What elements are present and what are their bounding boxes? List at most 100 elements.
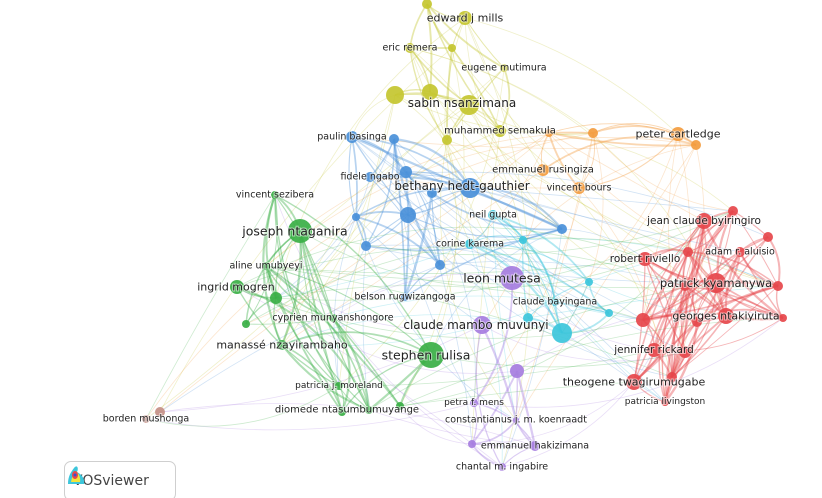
author-node[interactable] (552, 323, 572, 343)
author-label[interactable]: jean claude byiringiro (645, 214, 762, 228)
author-label[interactable]: petra f. mens (443, 397, 505, 409)
author-node[interactable] (638, 252, 652, 266)
author-node[interactable] (680, 281, 690, 291)
author-node[interactable] (537, 164, 549, 176)
author-label[interactable]: joseph ntaganira (240, 223, 348, 240)
author-node[interactable] (691, 140, 701, 150)
author-node[interactable] (365, 172, 375, 182)
author-label[interactable]: chantal m. ingabire (455, 461, 549, 474)
author-node[interactable] (636, 313, 650, 327)
author-node[interactable] (498, 463, 506, 471)
author-node[interactable] (468, 440, 476, 448)
author-node[interactable] (427, 188, 437, 198)
author-label[interactable]: diomede ntasumbumuyange (274, 404, 420, 417)
author-node[interactable] (155, 407, 165, 417)
author-label[interactable]: corine karema (435, 238, 505, 251)
author-node[interactable] (329, 314, 337, 322)
author-label[interactable]: paulin basinga (316, 131, 388, 144)
author-label[interactable]: vincent sezibera (235, 189, 315, 202)
author-node[interactable] (523, 313, 533, 323)
author-node[interactable] (435, 260, 445, 270)
author-node[interactable] (338, 408, 346, 416)
author-label[interactable]: leon mutesa (462, 270, 542, 287)
author-node[interactable] (230, 280, 244, 294)
author-node[interactable] (773, 281, 783, 291)
author-label[interactable]: adam r. aluisio (704, 246, 776, 259)
author-node[interactable] (647, 343, 661, 357)
author-node[interactable] (585, 278, 593, 286)
author-node[interactable] (470, 399, 478, 407)
author-node[interactable] (735, 247, 745, 257)
author-node[interactable] (500, 64, 508, 72)
author-label[interactable]: eugene mutimura (460, 62, 547, 75)
author-node[interactable] (728, 206, 738, 216)
author-node[interactable] (763, 232, 773, 242)
author-node[interactable] (352, 213, 360, 221)
author-node[interactable] (418, 342, 444, 368)
author-label[interactable]: muhammed semakula (443, 125, 557, 138)
author-label[interactable]: sabin nsanzimana (407, 95, 517, 111)
author-node[interactable] (277, 340, 287, 350)
author-node[interactable] (389, 134, 399, 144)
author-label[interactable]: belson rugwizangoga (353, 291, 456, 304)
author-node[interactable] (513, 417, 519, 423)
author-node[interactable] (779, 314, 787, 322)
author-node[interactable] (361, 241, 371, 251)
author-node[interactable] (573, 182, 585, 194)
author-node[interactable] (242, 320, 250, 328)
author-node[interactable] (459, 95, 479, 115)
author-node[interactable] (401, 293, 409, 301)
author-label[interactable]: constantianus j. m. koenraadt (444, 414, 588, 427)
author-label[interactable]: cyprien munyanshongore (271, 312, 394, 325)
author-node[interactable] (396, 402, 404, 410)
author-label[interactable]: bethany hedt-gauthier (393, 178, 530, 194)
author-node[interactable] (679, 346, 691, 358)
author-node[interactable] (442, 135, 452, 145)
author-node[interactable] (473, 316, 491, 334)
author-node[interactable] (346, 131, 358, 143)
author-label[interactable]: patrick kyamanywa (659, 275, 773, 291)
author-node[interactable] (448, 44, 456, 52)
author-node[interactable] (530, 441, 540, 451)
author-node[interactable] (696, 213, 712, 229)
author-node[interactable] (494, 125, 506, 137)
author-label[interactable]: fidele ngabo (339, 171, 400, 184)
author-node[interactable] (605, 309, 613, 317)
author-node[interactable] (510, 364, 524, 378)
author-label[interactable]: robert riviello (609, 252, 682, 266)
author-node[interactable] (661, 398, 669, 406)
author-label[interactable]: stephen rulisa (381, 347, 472, 364)
author-node[interactable] (422, 0, 432, 9)
author-label[interactable]: peter cartledge (634, 127, 721, 142)
author-node[interactable] (519, 236, 527, 244)
author-node[interactable] (270, 292, 282, 304)
author-node[interactable] (551, 298, 559, 306)
author-node[interactable] (288, 219, 312, 243)
author-node[interactable] (142, 415, 150, 423)
author-node[interactable] (557, 224, 567, 234)
author-label[interactable]: patricia livingston (624, 396, 706, 408)
author-label[interactable]: claude bayingana (512, 296, 598, 309)
author-node[interactable] (545, 129, 553, 137)
author-node[interactable] (683, 247, 693, 257)
author-label[interactable]: manassé nzayirambaho (215, 338, 349, 353)
author-node[interactable] (588, 128, 598, 138)
author-node[interactable] (706, 273, 726, 293)
author-label[interactable]: vincent bours (546, 182, 613, 195)
author-node[interactable] (400, 166, 412, 178)
author-label[interactable]: emmanuel rusingiza (491, 164, 595, 177)
author-node[interactable] (386, 86, 404, 104)
author-label[interactable]: jennifer rickard (612, 343, 695, 357)
author-node[interactable] (626, 374, 642, 390)
author-node[interactable] (465, 239, 475, 249)
author-node[interactable] (692, 317, 702, 327)
author-node[interactable] (271, 191, 279, 199)
author-label[interactable]: neil gupta (468, 209, 518, 222)
author-node[interactable] (262, 262, 270, 270)
author-node[interactable] (671, 127, 685, 141)
author-label[interactable]: patricia j. moreland (294, 380, 384, 392)
author-node[interactable] (718, 308, 734, 324)
author-label[interactable]: eric remera (381, 42, 438, 55)
